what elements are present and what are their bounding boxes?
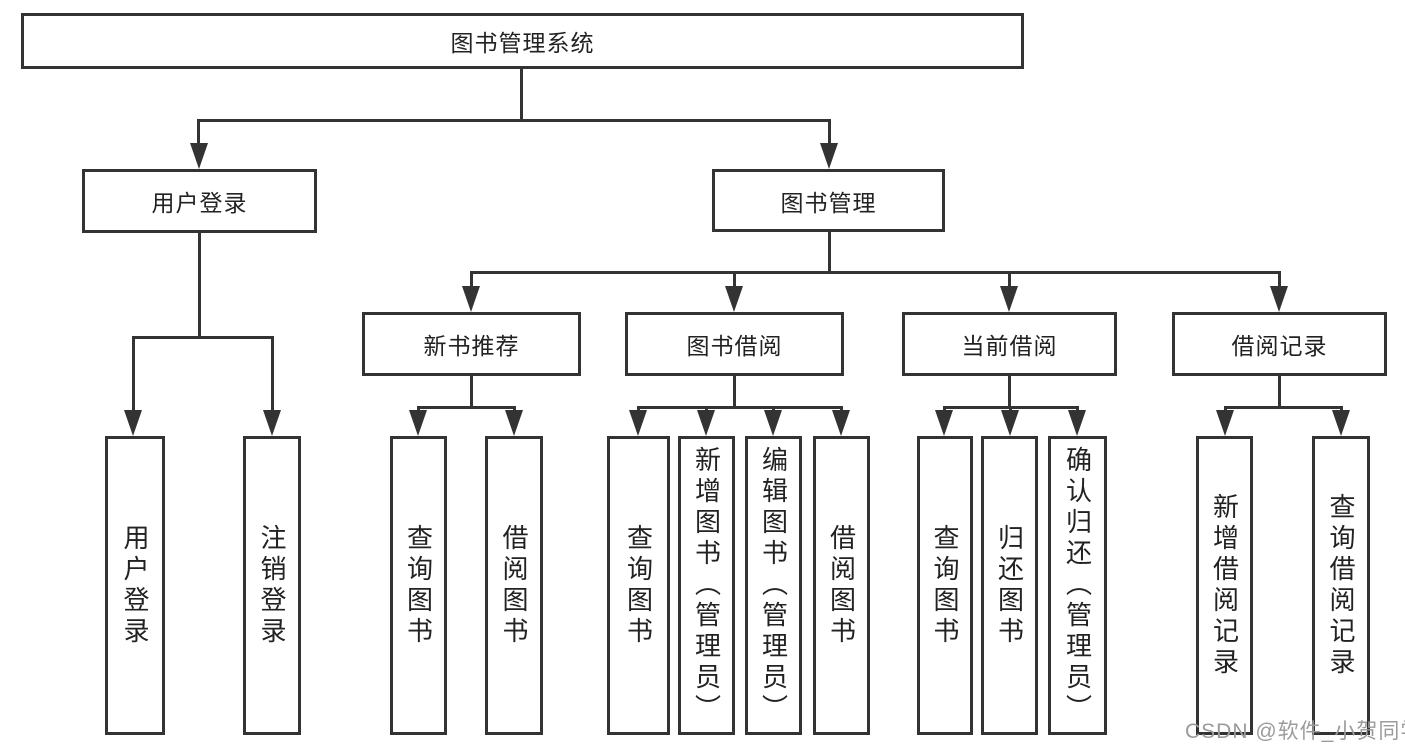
leaf-records-add-borrow-record: 新增借阅记录 — [1196, 436, 1253, 735]
connector-stem-borrowing-records — [1278, 271, 1281, 289]
leaf-current-query-books: 查询图书 — [917, 436, 973, 735]
leaf-recommend-query-books: 查询图书 — [390, 436, 447, 735]
connector-recommend-stem — [470, 374, 473, 409]
node-book-borrowing: 图书借阅 — [625, 312, 844, 376]
arrowhead-records-leaf1 — [1216, 410, 1234, 436]
arrowhead-records-leaf2 — [1332, 410, 1350, 436]
leaf-borrowing-add-books-admin: 新增图书（管理员） — [678, 436, 735, 735]
connector-stem-current-borrowing — [1008, 271, 1011, 289]
csdn-watermark: CSDN @软件_小贺同学 — [1185, 720, 1405, 743]
arrowhead-recommend-leaf2 — [505, 410, 523, 436]
node-label: 借阅记录 — [1231, 333, 1328, 359]
leaf-label: 确认归还（管理员） — [1062, 446, 1093, 725]
arrowhead-current-leaf1 — [935, 410, 953, 436]
leaf-borrowing-query-books: 查询图书 — [607, 436, 670, 735]
arrowhead-borrowing-records — [1270, 286, 1288, 312]
leaf-borrowing-edit-books-admin: 编辑图书（管理员） — [745, 436, 802, 735]
arrowhead-leaf-logout — [263, 410, 281, 436]
leaf-label: 新增图书（管理员） — [691, 446, 722, 725]
leaf-user-login: 用户登录 — [105, 436, 165, 735]
arrowhead-book-borrowing — [725, 286, 743, 312]
arrowhead-book-management — [820, 143, 838, 169]
leaf-label: 查询图书 — [623, 523, 654, 648]
arrowhead-borrowing-leaf3 — [764, 410, 782, 436]
node-new-book-recommend: 新书推荐 — [362, 312, 581, 376]
connector-records-group-bar — [1224, 406, 1343, 409]
arrowhead-borrowing-leaf4 — [832, 410, 850, 436]
connector-stem-user-login — [197, 119, 200, 147]
connector-level2-bar — [197, 119, 831, 122]
arrowhead-user-login — [190, 143, 208, 169]
leaf-logout: 注销登录 — [243, 436, 301, 735]
node-root-library-management-system: 图书管理系统 — [21, 13, 1024, 69]
leaf-label: 编辑图书（管理员） — [758, 446, 789, 725]
arrowhead-borrowing-leaf2 — [697, 410, 715, 436]
node-label: 当前借阅 — [961, 333, 1058, 359]
leaf-label: 归还图书 — [994, 523, 1025, 648]
connector-login-group-bar — [132, 336, 274, 339]
leaf-label: 查询借阅记录 — [1326, 492, 1356, 679]
node-label: 图书管理 — [780, 189, 877, 216]
leaf-borrowing-borrow-books: 借阅图书 — [813, 436, 870, 735]
connector-root-stem — [520, 66, 523, 122]
leaf-label: 用户登录 — [120, 523, 150, 648]
connector-records-stem — [1278, 374, 1281, 409]
connector-book-management-stem — [828, 230, 831, 274]
node-current-borrowing: 当前借阅 — [902, 312, 1117, 376]
connector-stem-leaf-login — [132, 336, 135, 414]
arrowhead-new-book-recommend — [462, 286, 480, 312]
arrowhead-leaf-login — [124, 410, 142, 436]
leaf-current-return-books: 归还图书 — [981, 436, 1038, 735]
connector-stem-book-management — [828, 119, 831, 147]
connector-borrowing-stem — [733, 374, 736, 409]
leaf-label: 查询图书 — [930, 523, 960, 648]
connector-level3-bar — [470, 271, 1281, 274]
node-borrowing-records: 借阅记录 — [1172, 312, 1387, 376]
arrowhead-current-leaf3 — [1068, 410, 1086, 436]
node-label: 用户登录 — [151, 190, 248, 216]
leaf-label: 借阅图书 — [499, 523, 529, 648]
arrowhead-current-borrowing — [1000, 286, 1018, 312]
leaf-label: 新增借阅记录 — [1209, 492, 1240, 679]
connector-recommend-group-bar — [417, 406, 516, 409]
leaf-current-confirm-return-admin: 确认归还（管理员） — [1048, 436, 1107, 735]
connector-stem-book-borrowing — [733, 271, 736, 289]
node-label: 新书推荐 — [423, 333, 520, 359]
node-label: 图书管理系统 — [450, 30, 595, 56]
leaf-label: 查询图书 — [403, 523, 434, 648]
arrowhead-borrowing-leaf1 — [629, 410, 647, 436]
node-label: 图书借阅 — [686, 333, 783, 359]
connector-user-login-stem — [198, 231, 201, 339]
connector-stem-new-book-recommend — [470, 271, 473, 289]
arrowhead-recommend-leaf1 — [409, 410, 427, 436]
node-user-login: 用户登录 — [82, 169, 317, 233]
arrowhead-current-leaf2 — [1001, 410, 1019, 436]
leaf-label: 借阅图书 — [826, 523, 857, 648]
connector-current-stem — [1008, 374, 1011, 409]
node-book-management: 图书管理 — [712, 169, 945, 232]
leaf-recommend-borrow-books: 借阅图书 — [485, 436, 543, 735]
leaf-label: 注销登录 — [257, 523, 287, 648]
connector-stem-leaf-logout — [271, 336, 274, 414]
leaf-records-query-borrow-record: 查询借阅记录 — [1312, 436, 1370, 735]
connector-borrowing-group-bar — [637, 406, 843, 409]
